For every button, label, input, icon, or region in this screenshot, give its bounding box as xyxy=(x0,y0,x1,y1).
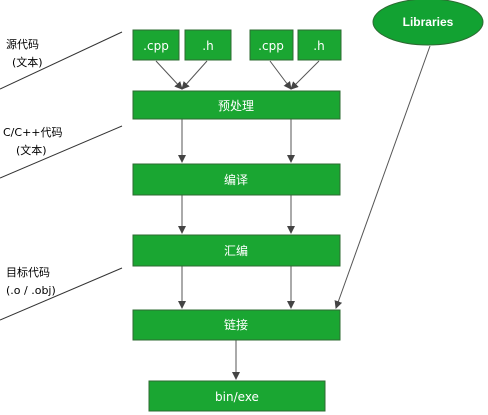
source-node-cpp-2: .cpp xyxy=(249,29,294,61)
stage-node-compile-label: 编译 xyxy=(224,172,248,187)
side-label-object-line2: (.o / .obj) xyxy=(6,284,56,297)
stage-node-assemble: 汇编 xyxy=(132,234,341,267)
label-divider-line-3 xyxy=(0,267,123,321)
arrow-cpp1-to-preprocess xyxy=(155,60,183,90)
arrow-h1-to-preprocess xyxy=(181,60,208,90)
source-node-h-2: .h xyxy=(297,29,342,61)
source-node-h-2-label: .h xyxy=(313,39,324,53)
label-divider-line-2 xyxy=(0,125,123,179)
stage-node-preprocess: 预处理 xyxy=(132,90,341,120)
source-node-h-1-label: .h xyxy=(202,39,213,53)
libraries-node-label: Libraries xyxy=(403,15,454,29)
side-label-cpp-line2: (文本) xyxy=(16,143,47,157)
stage-node-compile: 编译 xyxy=(132,163,341,196)
arrow-h2-to-preprocess xyxy=(290,60,320,90)
arrow-cpp2-to-preprocess xyxy=(269,60,292,90)
source-node-h-1: .h xyxy=(184,29,232,61)
arrow-libraries-to-link xyxy=(334,45,431,309)
stage-node-binary: bin/exe xyxy=(148,380,326,412)
side-label-cpp-line1: C/C++代码 xyxy=(3,126,63,139)
libraries-node: Libraries xyxy=(372,0,484,46)
stage-node-assemble-label: 汇编 xyxy=(224,243,248,258)
side-label-object-line1: 目标代码 xyxy=(6,265,50,279)
source-node-cpp-2-label: .cpp xyxy=(258,39,284,53)
stage-node-link: 链接 xyxy=(132,309,341,341)
stage-node-preprocess-label: 预处理 xyxy=(218,99,254,113)
label-divider-line-1 xyxy=(0,31,123,90)
stage-node-link-label: 链接 xyxy=(224,317,248,332)
source-node-cpp-1: .cpp xyxy=(132,29,180,61)
source-node-cpp-1-label: .cpp xyxy=(143,39,169,53)
stage-node-binary-label: bin/exe xyxy=(215,390,259,404)
side-label-source-line2: (文本) xyxy=(12,55,43,69)
side-label-source-line1: 源代码 xyxy=(6,37,39,51)
